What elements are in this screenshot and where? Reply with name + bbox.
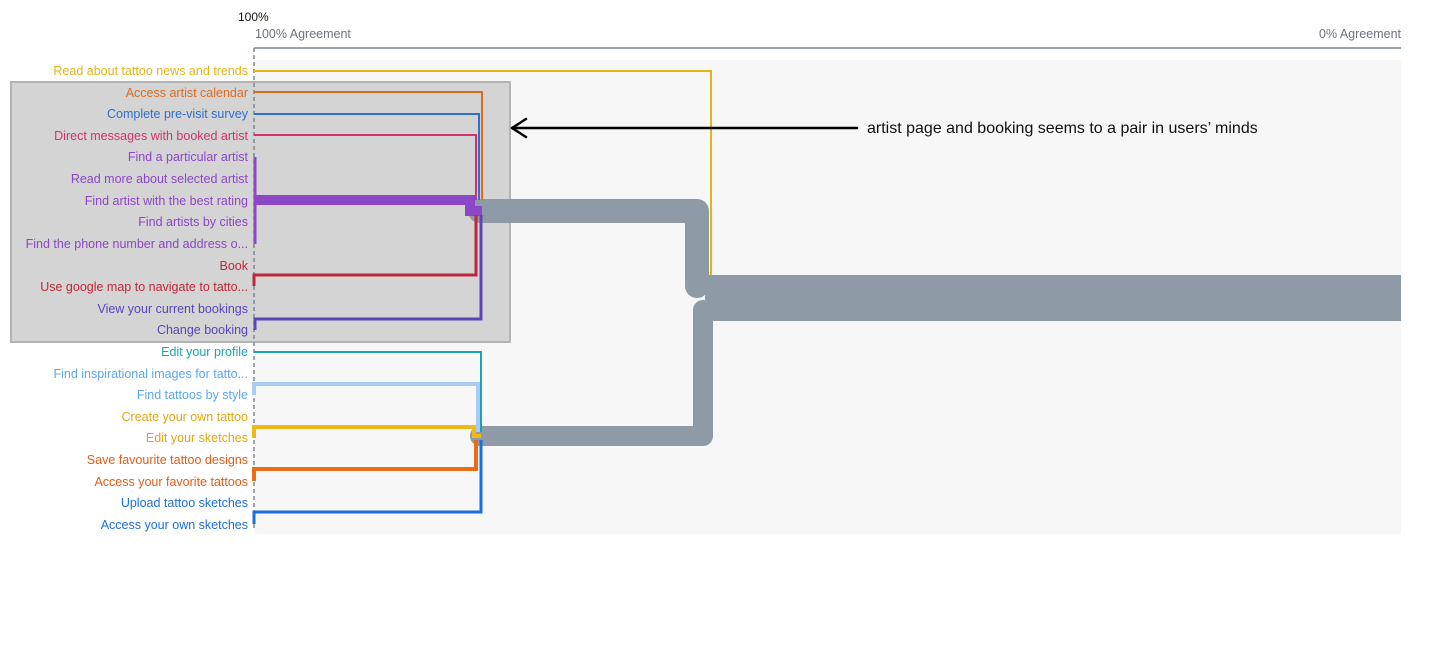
leaf-label: Book [220, 259, 249, 273]
branch-survey [254, 113, 480, 200]
leaf-label: Read about tattoo news and trends [53, 64, 248, 78]
leaf-label: Find artists by cities [138, 215, 248, 229]
leaf-label: Access your favorite tattoos [94, 475, 248, 489]
branch-sketches [252, 440, 483, 524]
annotation-arrow [510, 117, 859, 139]
branch-inspiration [252, 382, 480, 432]
leaf-label: Find inspirational images for tatto... [53, 367, 248, 381]
leaf-label: Find a particular artist [128, 150, 249, 164]
leaf-label: Upload tattoo sketches [121, 496, 248, 510]
leaf-label: Direct messages with booked artist [54, 129, 248, 143]
leaf-label: View your current bookings [97, 302, 248, 316]
axis-left-label: 100% Agreement [255, 27, 351, 41]
leaf-labels: Read about tattoo news and trends Access… [26, 64, 249, 532]
leaf-label: Read more about selected artist [71, 172, 249, 186]
axis-right-label: 0% Agreement [1319, 27, 1402, 41]
branch-create [252, 425, 481, 438]
branch-news [254, 70, 712, 275]
branch-favourites [252, 440, 478, 481]
branch-artist-cluster [255, 195, 482, 216]
trunk-top-cluster [468, 199, 709, 298]
top-percent-label: 100% [238, 10, 269, 24]
trunk-bottom-cluster [470, 300, 713, 446]
leaf-label: Find the phone number and address o... [26, 237, 248, 251]
annotation-text: artist page and booking seems to a pair … [867, 120, 1258, 137]
highlight-box [10, 81, 511, 343]
leaf-label: Complete pre-visit survey [107, 107, 249, 121]
branch-book [252, 215, 478, 286]
leaf-label: Save favourite tattoo designs [87, 453, 248, 467]
leaf-label: Find artist with the best rating [85, 194, 248, 208]
leaf-label: Use google map to navigate to tatto... [40, 280, 248, 294]
leaf-label: Access your own sketches [101, 518, 248, 532]
leaf-label: Access artist calendar [126, 86, 248, 100]
leaf-label: Edit your profile [161, 345, 248, 359]
colored-branches [252, 70, 712, 524]
leaf-label: Find tattoos by style [137, 388, 248, 402]
branch-calendar [254, 91, 483, 200]
leaf-label: Change booking [157, 323, 248, 337]
leaf-label: Create your own tattoo [122, 410, 249, 424]
branch-profile [254, 351, 482, 432]
branch-bookings [253, 215, 483, 330]
branch-messages [254, 134, 477, 200]
trunk-branches [468, 199, 1401, 446]
leaf-label: Edit your sketches [146, 431, 248, 445]
